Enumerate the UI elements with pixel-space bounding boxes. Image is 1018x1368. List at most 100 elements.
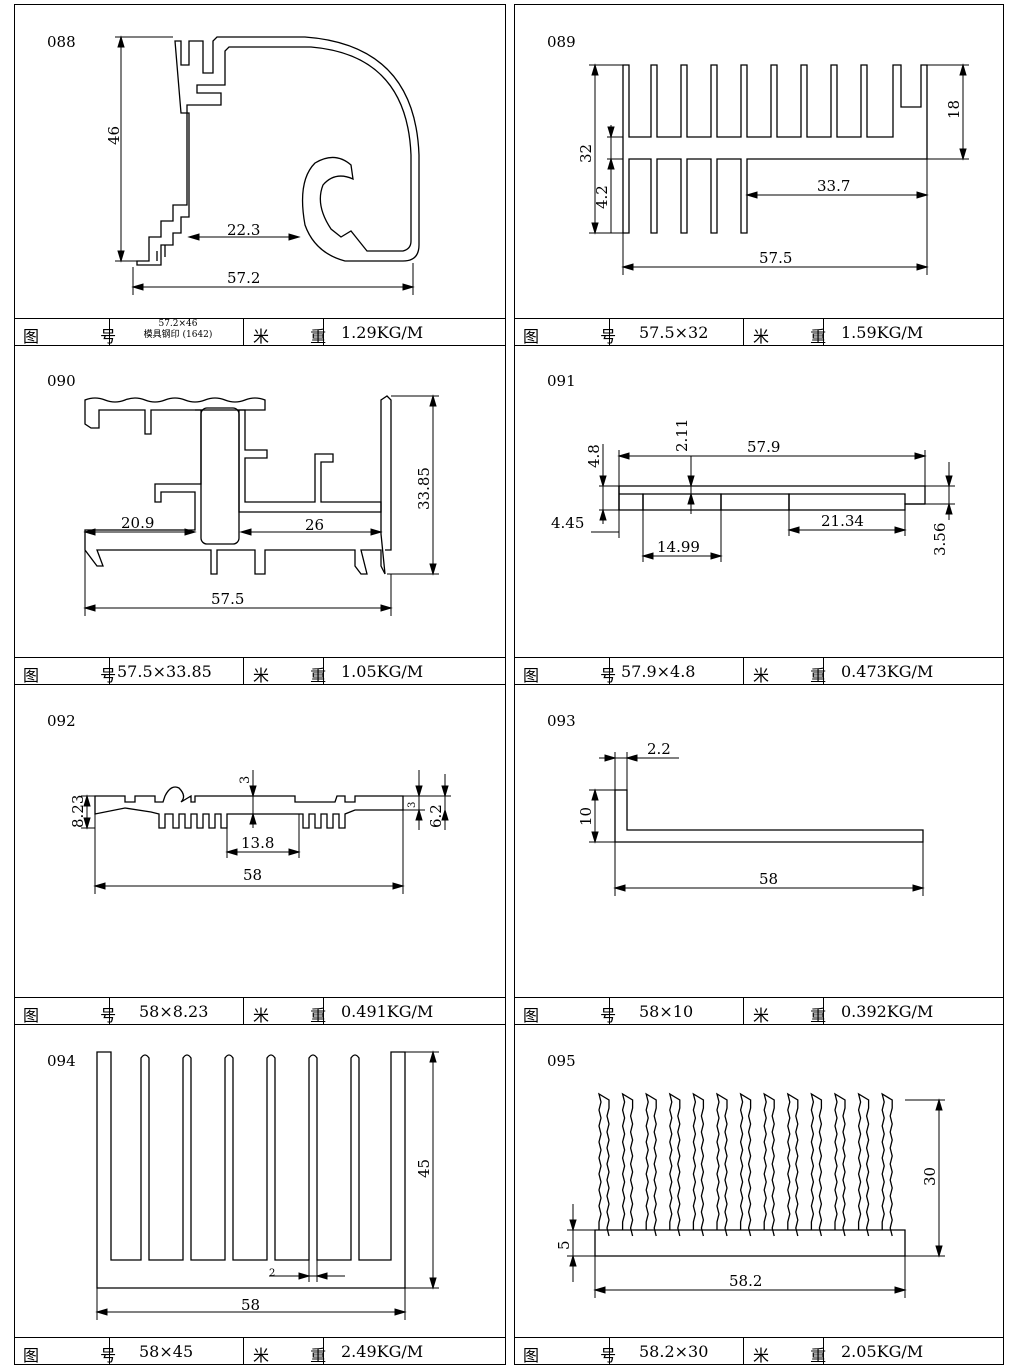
dim-label: 57.2 [227, 269, 260, 287]
profile-card-091: 091 [514, 344, 1004, 685]
weight-label: 米 重 [753, 1346, 845, 1365]
profile-drawing-091: 4.8 2.11 57.9 4.45 14.99 21.34 3.56 [551, 419, 955, 562]
profile-weight: 1.59KG/M [841, 323, 924, 342]
heatsink-fin [621, 1092, 634, 1237]
profile-size: 58.2×30 [639, 1342, 709, 1361]
profile-drawing-094: 2 45 58 [95, 1050, 439, 1320]
profile-drawing-089: 32 4.2 18 33.7 57.5 [577, 63, 969, 275]
heatsink-fin [786, 1092, 799, 1237]
drawing-no-label: 图 号 [23, 1346, 145, 1365]
profile-code: 088 [47, 33, 76, 51]
info-row: 图 号 57.9×4.8 米 重 0.473KG/M [515, 657, 1003, 685]
heatsink-fin [881, 1092, 893, 1237]
dim-label: 46 [105, 126, 123, 145]
dim-label: 4.8 [585, 444, 603, 468]
weight-label: 米 重 [253, 1006, 345, 1025]
heatsink-fin [715, 1092, 728, 1237]
weight-label: 米 重 [253, 327, 345, 346]
dim-label: 10 [577, 807, 595, 826]
profile-weight: 1.29KG/M [341, 323, 424, 342]
dim-label: 26 [305, 516, 324, 534]
info-row: 图 号 57.5×33.85 米 重 1.05KG/M [15, 657, 505, 685]
profile-drawing-088: 46 22.3 57.2 [105, 35, 420, 295]
dim-label: 6.2 [427, 804, 445, 828]
profile-card-088: 088 46 22.3 [14, 4, 506, 346]
dim-label: 8.23 [69, 795, 87, 828]
heatsink-fin [597, 1092, 610, 1237]
dim-label: 57.9 [747, 438, 780, 456]
weight-label: 米 重 [753, 666, 845, 685]
profile-code: 094 [47, 1052, 76, 1070]
dim-label: 33.85 [415, 467, 433, 510]
dim-label: 58 [243, 866, 262, 884]
drawing-no-label: 图 号 [23, 666, 145, 685]
drawing-no-label: 图 号 [523, 1006, 645, 1025]
dim-label: 20.9 [121, 514, 154, 532]
dim-label: 21.34 [821, 512, 864, 530]
profile-code: 090 [47, 372, 76, 390]
dim-label: 4.2 [593, 185, 611, 209]
profile-drawing-092: 8.23 3 13.8 58 3 6.2 [69, 770, 451, 894]
heatsink-fin [692, 1092, 705, 1237]
dim-label: 18 [945, 100, 963, 119]
heatsink-fin [668, 1092, 681, 1237]
dim-label: 45 [415, 1159, 433, 1178]
heatsink-fin [857, 1092, 870, 1237]
profile-weight: 0.392KG/M [841, 1002, 934, 1021]
profile-size: 58×45 [139, 1342, 194, 1361]
profile-size: 57.9×4.8 [621, 662, 696, 681]
info-row: 图 号 58.2×30 米 重 2.05KG/M [515, 1337, 1003, 1365]
dim-label: 33.7 [817, 177, 850, 195]
profile-code: 091 [547, 372, 576, 390]
mold-note: 模具钢印 (1642) [143, 330, 213, 340]
dim-label: 58 [241, 1296, 260, 1314]
size-text: 57.2×46 [158, 319, 198, 329]
profile-card-094: 094 2 45 [14, 1024, 506, 1365]
profile-code: 095 [547, 1052, 576, 1070]
dim-label: 3 [238, 776, 253, 784]
heatsink-fin [645, 1092, 657, 1237]
dim-label: 2 [269, 1268, 275, 1279]
dim-label: 58.2 [729, 1272, 762, 1290]
heatsink-fin [833, 1092, 846, 1237]
dim-label: 30 [921, 1167, 939, 1186]
info-row: 图 号 58×45 米 重 2.49KG/M [15, 1337, 505, 1365]
profile-weight: 0.473KG/M [841, 662, 934, 681]
profile-size: 57.5×33.85 [117, 662, 212, 681]
profile-weight: 2.49KG/M [341, 1342, 424, 1361]
dim-label: 57.5 [211, 590, 244, 608]
profile-code: 092 [47, 712, 76, 730]
dim-label: 32 [577, 144, 595, 163]
dim-label: 4.45 [551, 514, 584, 532]
info-row: 图 号 57.5×32 米 重 1.59KG/M [515, 318, 1003, 346]
profile-drawing-090: 20.9 26 33.85 57.5 [83, 394, 439, 616]
heatsink-fin [739, 1092, 752, 1237]
profile-card-093: 093 2.2 10 [514, 684, 1004, 1025]
drawing-no-label: 图 号 [523, 327, 645, 346]
profile-weight: 2.05KG/M [841, 1342, 924, 1361]
dim-label: 58 [759, 870, 778, 888]
drawing-no-label: 图 号 [523, 1346, 645, 1365]
dim-label: 13.8 [241, 834, 274, 852]
profile-drawing-095: 30 5 58.2 [555, 1092, 945, 1298]
dim-label: 5 [555, 1240, 573, 1250]
heatsink-fin [810, 1092, 823, 1237]
dim-label: 14.99 [657, 538, 700, 556]
dim-label: 2.11 [673, 419, 691, 452]
profile-size: 58×10 [639, 1002, 694, 1021]
weight-label: 米 重 [253, 666, 345, 685]
profile-weight: 0.491KG/M [341, 1002, 434, 1021]
dim-label: 57.5 [759, 249, 792, 267]
profile-card-089: 089 [514, 4, 1004, 346]
info-row: 图 号 58×10 米 重 0.392KG/M [515, 997, 1003, 1025]
weight-label: 米 重 [753, 1006, 845, 1025]
profile-card-092: 092 [14, 684, 506, 1025]
profile-card-095: 095 30 [514, 1024, 1004, 1365]
profile-drawing-093: 2.2 10 58 [577, 740, 925, 896]
profile-weight: 1.05KG/M [341, 662, 424, 681]
profile-size: 58×8.23 [139, 1002, 209, 1021]
profile-size: 57.5×32 [639, 323, 709, 342]
weight-label: 米 重 [253, 1346, 345, 1365]
